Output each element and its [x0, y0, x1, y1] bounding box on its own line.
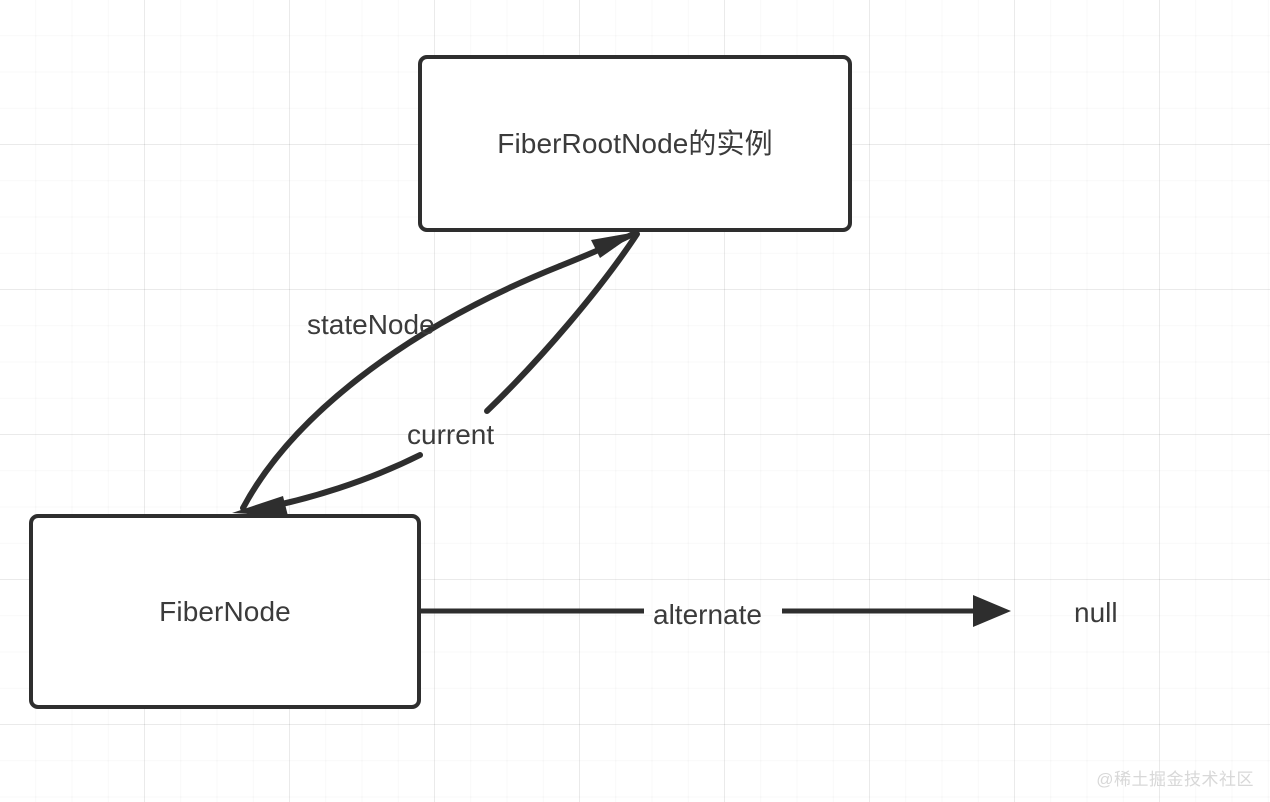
- edge-label-statenode: stateNode: [307, 309, 435, 340]
- edge-current-arrowhead: [232, 496, 288, 516]
- edge-current-path-upper: [484, 231, 640, 414]
- label-null-target: null: [1074, 597, 1118, 628]
- edge-statenode-path-upper: [557, 231, 636, 269]
- edge-statenode: [240, 231, 637, 511]
- watermark: @稀土掘金技术社区: [1096, 770, 1254, 789]
- edge-statenode-arrowhead: [591, 232, 637, 258]
- node-fiber-root-node[interactable]: FiberRootNode的实例: [418, 55, 852, 232]
- edge-current-path-lower: [245, 452, 423, 514]
- edge-current: [232, 231, 640, 516]
- edge-label-alternate: alternate: [653, 599, 762, 630]
- edge-statenode-path: [240, 263, 563, 511]
- node-fiber-node[interactable]: FiberNode: [29, 514, 421, 709]
- edge-label-current: current: [407, 419, 495, 450]
- edge-alternate-arrowhead: [973, 595, 1011, 627]
- node-fiber-node-label: FiberNode: [159, 595, 291, 627]
- node-fiber-root-node-label: FiberRootNode的实例: [497, 127, 773, 159]
